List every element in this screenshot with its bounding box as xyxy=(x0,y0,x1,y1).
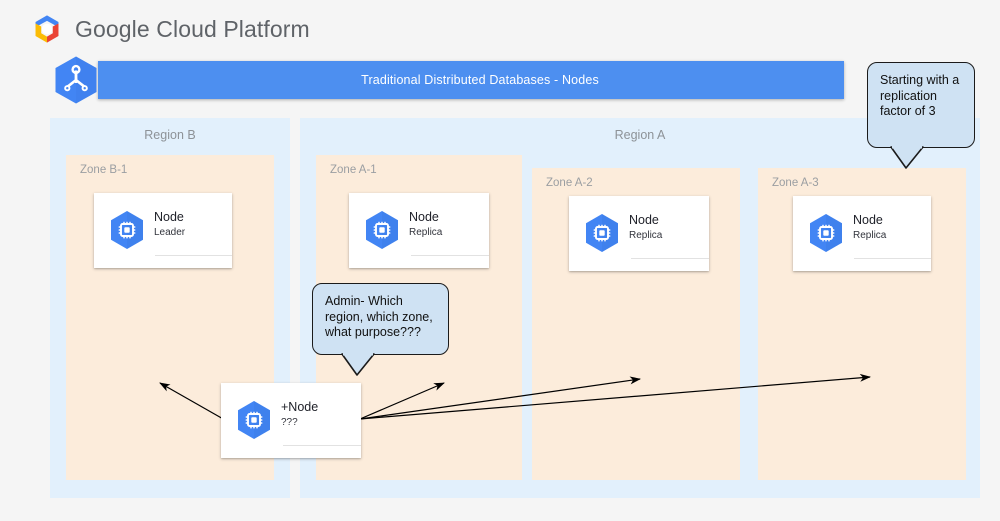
callout-line-2: replication xyxy=(880,88,937,103)
zone-label-a1: Zone A-1 xyxy=(330,164,377,176)
node-card-new[interactable]: +Node ??? xyxy=(221,383,361,458)
node-card-divider xyxy=(282,445,361,446)
node-card-divider xyxy=(410,255,489,256)
node-name: +Node xyxy=(281,400,319,414)
diagram-title-banner: Traditional Distributed Databases - Node… xyxy=(98,61,844,99)
callout-tail-icon xyxy=(890,145,924,169)
node-card-divider xyxy=(853,258,931,259)
cpu-chip-hexagon-icon xyxy=(236,400,272,440)
callout-line-3: what purpose??? xyxy=(325,325,421,339)
zone-label-b1: Zone B-1 xyxy=(80,164,128,176)
node-card-a2[interactable]: Node Replica xyxy=(569,196,709,271)
brand-title-google: Google xyxy=(75,15,150,42)
cpu-chip-hexagon-icon xyxy=(109,210,145,250)
callout-line-1: Admin- Which xyxy=(325,294,403,308)
node-cluster-hexagon-icon xyxy=(53,55,99,105)
node-card-b1-text: Node Leader xyxy=(154,210,185,240)
node-name: Node xyxy=(154,210,184,224)
node-role: Replica xyxy=(409,227,443,238)
callout-admin-question: Admin- Which region, which zone, what pu… xyxy=(312,283,449,376)
node-name: Node xyxy=(409,210,439,224)
node-role: ??? xyxy=(281,417,298,428)
callout-replication-factor: Starting with a replication factor of 3 xyxy=(867,62,975,169)
node-role: Replica xyxy=(629,230,663,241)
zone-label-a3: Zone A-3 xyxy=(772,177,819,189)
region-label-b: Region B xyxy=(144,128,196,142)
zone-label-a2: Zone A-2 xyxy=(546,177,593,189)
node-card-a1[interactable]: Node Replica xyxy=(349,193,489,268)
google-cloud-hexagon-logo-icon xyxy=(30,12,64,46)
node-card-a2-text: Node Replica xyxy=(629,213,662,243)
node-card-a3[interactable]: Node Replica xyxy=(793,196,931,271)
node-card-divider xyxy=(154,255,232,256)
diagram-title-bar: Traditional Distributed Databases - Node… xyxy=(53,55,844,105)
brand-title-cloud-platform: Cloud Platform xyxy=(156,15,310,42)
brand-header: Google Cloud Platform xyxy=(30,12,310,46)
node-card-divider xyxy=(630,258,709,259)
node-role: Leader xyxy=(154,227,186,238)
callout-tail-icon xyxy=(341,352,375,376)
node-name: Node xyxy=(629,213,659,227)
node-card-b1[interactable]: Node Leader xyxy=(94,193,232,268)
callout-line-1: Starting with a xyxy=(880,73,960,87)
callout-line-3: factor of 3 xyxy=(880,104,936,118)
diagram-title-label: Traditional Distributed Databases - Node… xyxy=(361,73,599,87)
cpu-chip-hexagon-icon xyxy=(364,210,400,250)
cpu-chip-hexagon-icon xyxy=(808,213,844,253)
callout-line-2: region, which zone, xyxy=(325,309,433,324)
region-label-a: Region A xyxy=(614,128,666,142)
node-name: Node xyxy=(853,213,883,227)
node-card-new-text: +Node ??? xyxy=(281,400,318,430)
cpu-chip-hexagon-icon xyxy=(584,213,620,253)
node-role: Replica xyxy=(853,230,887,241)
node-card-a3-text: Node Replica xyxy=(853,213,886,243)
node-card-a1-text: Node Replica xyxy=(409,210,442,240)
brand-title: Google Cloud Platform xyxy=(75,16,310,43)
